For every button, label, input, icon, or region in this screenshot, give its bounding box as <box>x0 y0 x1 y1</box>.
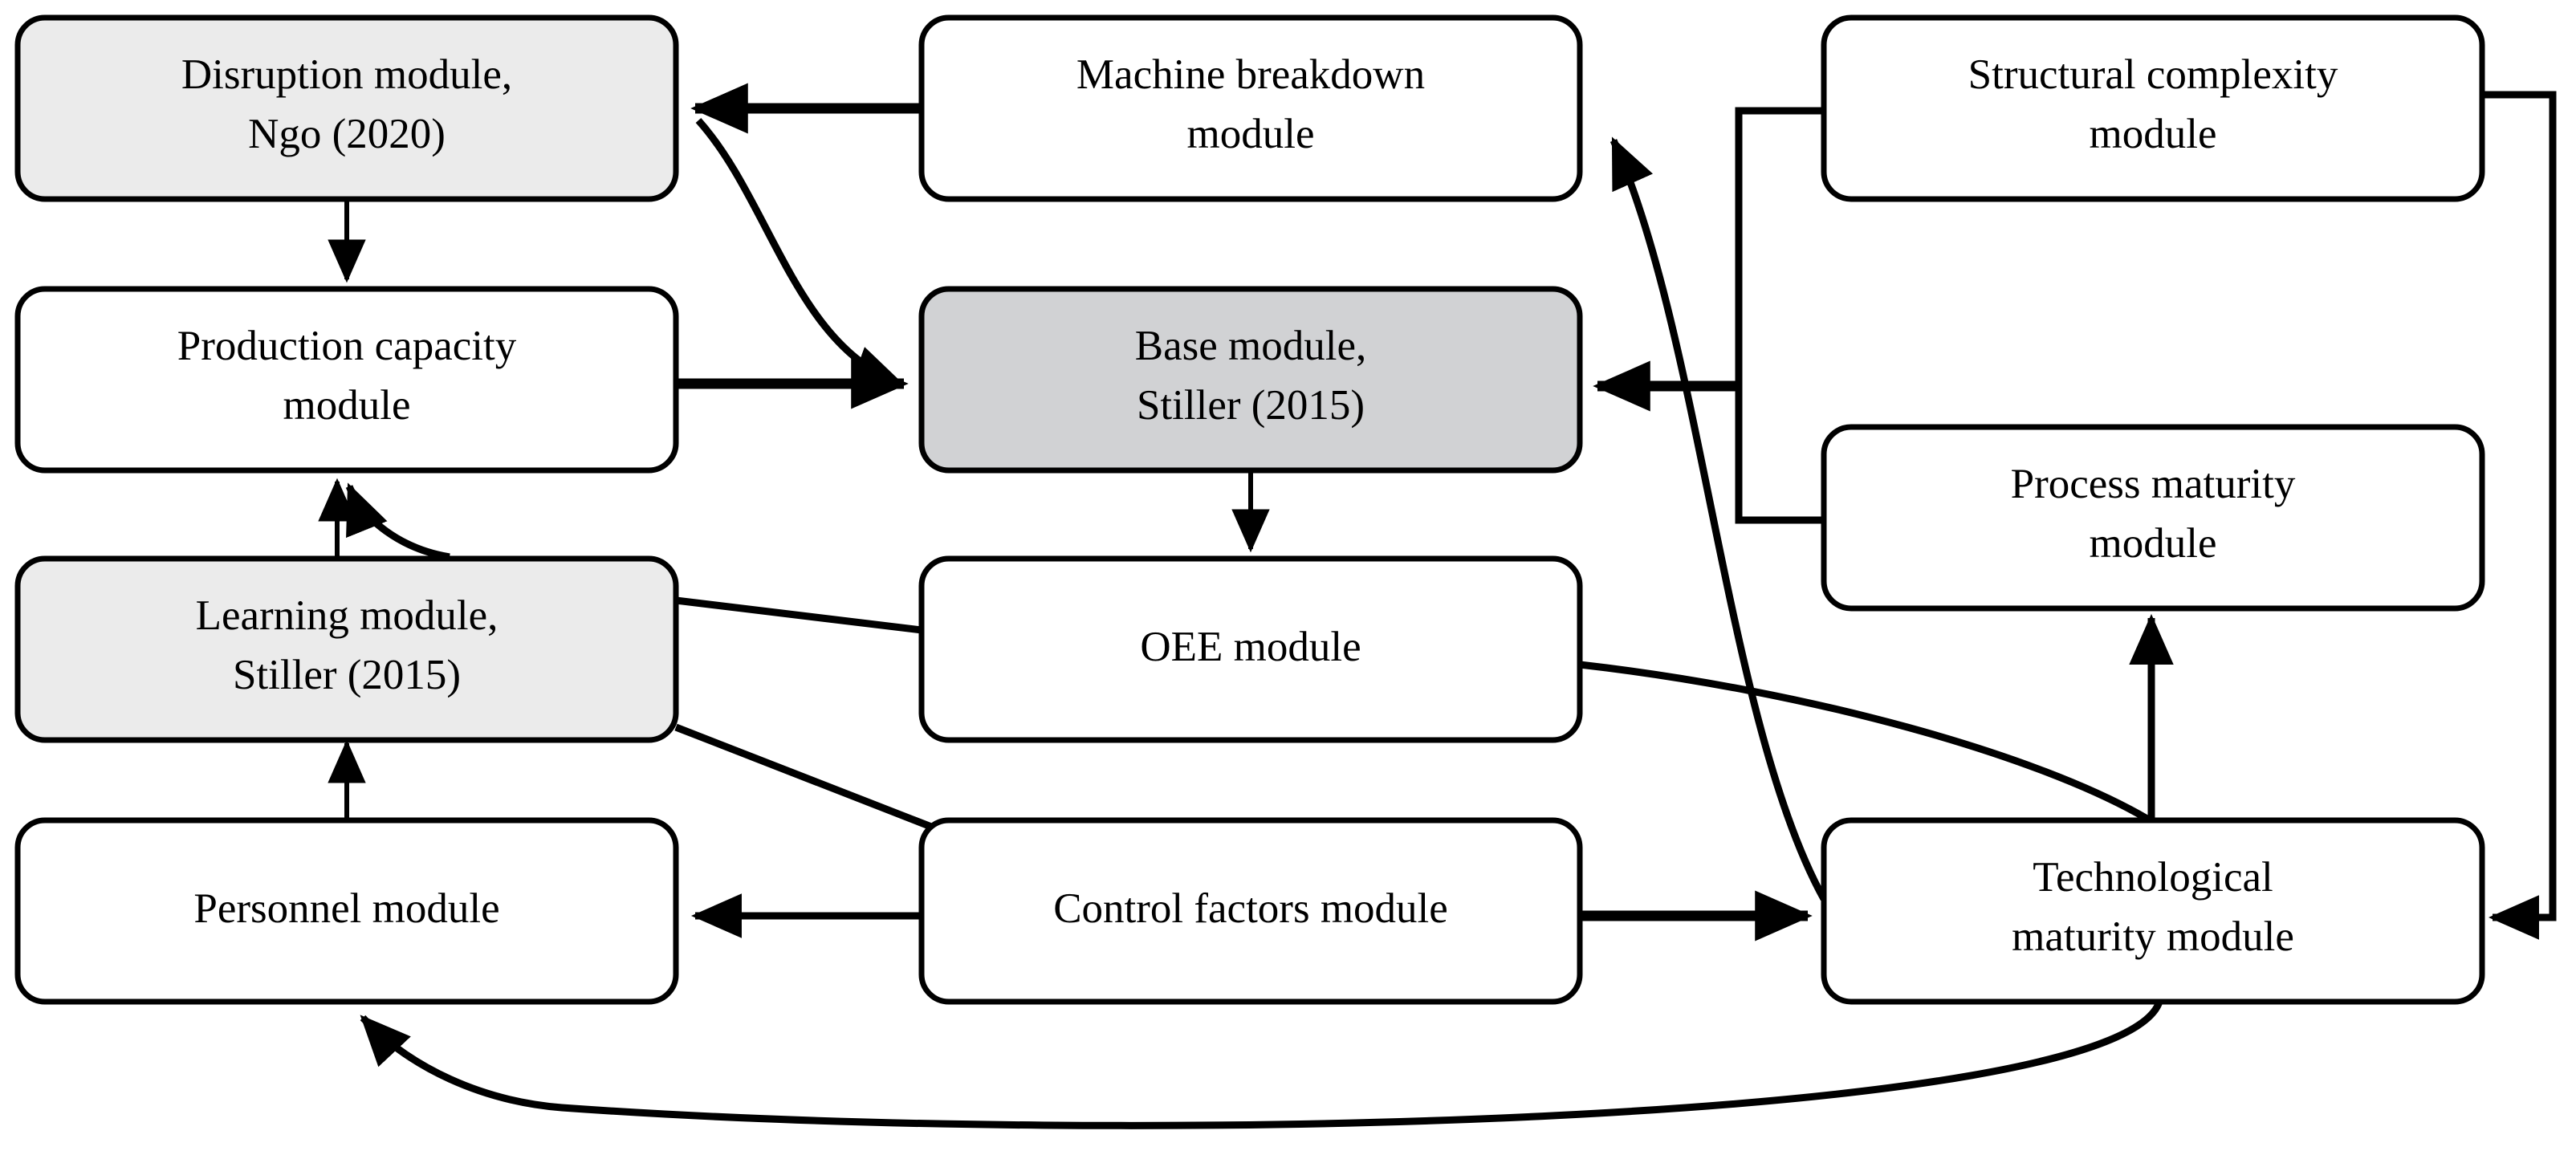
node-oee-module-box[interactable] <box>918 555 1583 743</box>
edge-structural-to-process <box>1735 107 1824 524</box>
node-machine-breakdown-module[interactable]: Machine breakdown module <box>918 14 1583 202</box>
node-structural-complexity-module-label-line2: module <box>2090 111 2217 157</box>
node-technological-maturity-module-label-line1: Technological <box>2033 854 2273 901</box>
node-process-maturity-module[interactable]: Process maturity module <box>1821 424 2485 612</box>
node-production-capacity-module-box[interactable] <box>14 286 679 474</box>
node-control-factors-module-box[interactable] <box>918 817 1583 1005</box>
node-learning-module-label-line2: Stiller (2015) <box>233 652 461 698</box>
node-learning-module-label-line1: Learning module, <box>196 592 499 639</box>
edge-structural-to-technological <box>2482 91 2557 940</box>
node-layer: Disruption module, Ngo (2020) Machine br… <box>14 14 2485 1005</box>
node-oee-module[interactable]: OEE module <box>918 555 1583 743</box>
node-control-factors-module[interactable]: Control factors module <box>918 817 1583 1005</box>
node-learning-module[interactable]: Learning module, Stiller (2015) <box>14 555 679 743</box>
node-disruption-module-label-line1: Disruption module, <box>181 51 512 98</box>
edge-learning-to-control <box>674 723 933 831</box>
node-disruption-module-label-line2: Ngo (2020) <box>248 111 446 157</box>
node-base-module[interactable]: Base module, Stiller (2015) <box>918 286 1583 474</box>
node-personnel-module-label-line1: Personnel module <box>193 885 499 932</box>
edge-learning-to-oee <box>675 596 922 634</box>
node-base-module-label-line1: Base module, <box>1135 323 1367 369</box>
node-base-module-box[interactable] <box>918 286 1583 474</box>
node-oee-module-label-line1: OEE module <box>1140 624 1361 670</box>
node-control-factors-module-label-line1: Control factors module <box>1053 885 1448 932</box>
node-structural-complexity-module-box[interactable] <box>1821 14 2485 202</box>
node-base-module-label-line2: Stiller (2015) <box>1137 382 1365 429</box>
node-disruption-module[interactable]: Disruption module, Ngo (2020) <box>14 14 679 202</box>
node-production-capacity-module-label-line1: Production capacity <box>177 323 517 369</box>
node-technological-maturity-module-label-line2: maturity module <box>2012 913 2294 960</box>
edge-technological-to-personnel <box>360 1000 2163 1129</box>
edge-technological-to-machine <box>1609 136 1827 901</box>
node-machine-breakdown-module-label-line2: module <box>1187 111 1315 157</box>
node-process-maturity-module-box[interactable] <box>1821 424 2485 612</box>
edge-layer <box>318 83 2557 1129</box>
node-disruption-module-box[interactable] <box>14 14 679 202</box>
node-production-capacity-module-label-line2: module <box>283 382 411 429</box>
edge-oee-to-technological <box>1579 661 2152 824</box>
node-machine-breakdown-module-label-line1: Machine breakdown <box>1076 51 1425 98</box>
node-machine-breakdown-module-box[interactable] <box>918 14 1583 202</box>
node-structural-complexity-module[interactable]: Structural complexity module <box>1821 14 2485 202</box>
node-personnel-module-box[interactable] <box>14 817 679 1005</box>
edge-disruption-to-base <box>695 117 905 389</box>
node-process-maturity-module-label-line1: Process maturity <box>2011 461 2296 507</box>
node-learning-module-box[interactable] <box>14 555 679 743</box>
node-structural-complexity-module-label-line1: Structural complexity <box>1968 51 2338 98</box>
node-technological-maturity-module-box[interactable] <box>1821 817 2485 1005</box>
node-personnel-module[interactable]: Personnel module <box>14 817 679 1005</box>
node-process-maturity-module-label-line2: module <box>2090 520 2217 567</box>
edge-learning-to-production-curve <box>345 482 450 561</box>
node-production-capacity-module[interactable]: Production capacity module <box>14 286 679 474</box>
node-technological-maturity-module[interactable]: Technological maturity module <box>1821 817 2485 1005</box>
